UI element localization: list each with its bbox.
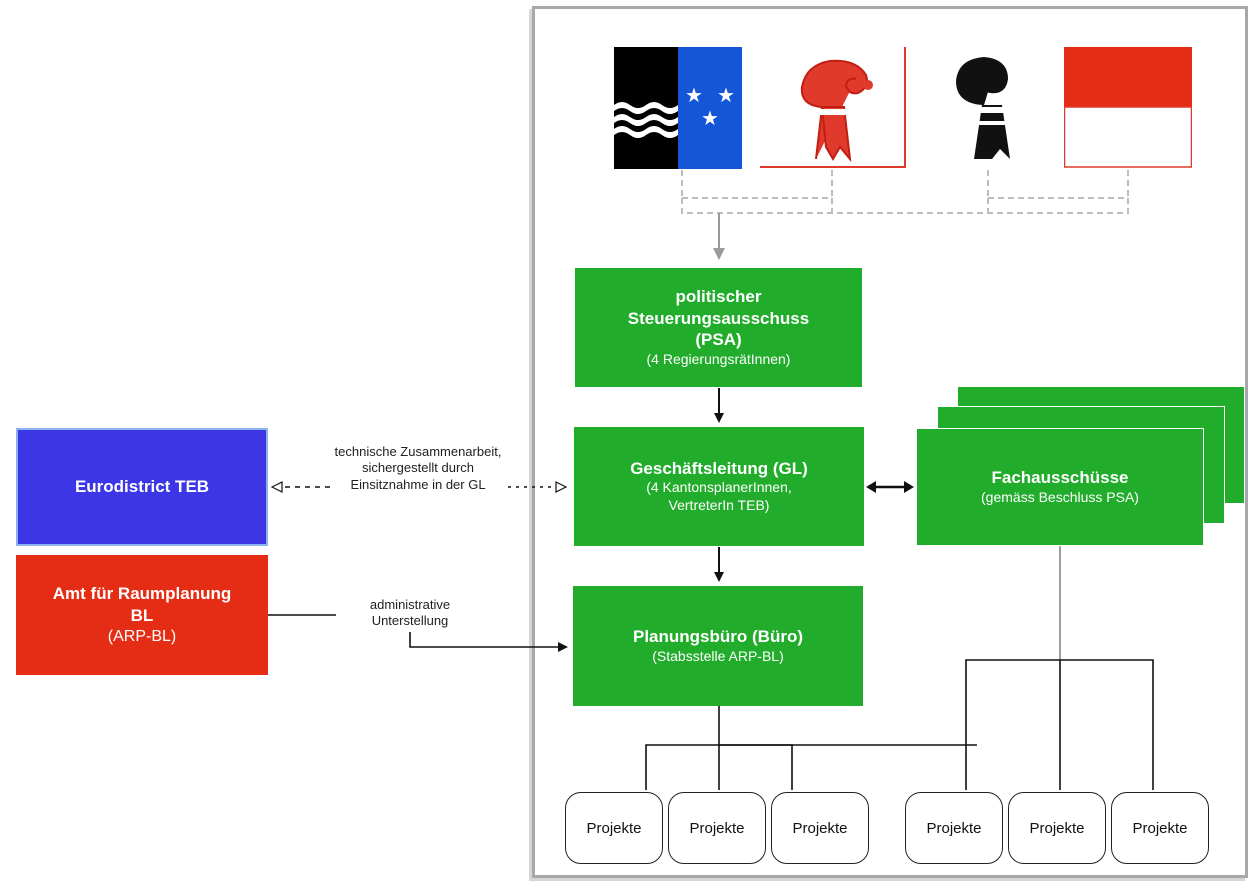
fach-title: Fachausschüsse (991, 468, 1129, 488)
psa-box: politischer Steuerungsausschuss (PSA) (4… (575, 268, 862, 387)
project-box: Projekte (1008, 792, 1106, 864)
solothurn-flag (1064, 47, 1192, 168)
admin-note: administrative Unterstellung (369, 597, 451, 629)
project-box: Projekte (1111, 792, 1209, 864)
project-box: Projekte (771, 792, 869, 864)
svg-text:★: ★ (685, 85, 703, 107)
psa-subtitle: (4 RegierungsrätInnen) (646, 351, 791, 368)
teb-box: Eurodistrict TEB (16, 428, 268, 546)
svg-text:★: ★ (717, 85, 735, 107)
gl-title: Geschäftsleitung (GL) (630, 458, 808, 478)
basel-stadt-flag (956, 57, 1010, 159)
basel-landschaft-flag (760, 47, 906, 168)
project-box: Projekte (565, 792, 663, 864)
arp-box: Amt für Raumplanung BL (ARP-BL) (16, 555, 268, 675)
project-box: Projekte (668, 792, 766, 864)
buero-title: Planungsbüro (Büro) (633, 627, 803, 647)
aargau-flag: ★ ★ ★ (614, 47, 742, 169)
gl-subtitle: (4 KantonsplanerInnen, VertreterIn TEB) (646, 479, 792, 514)
arp-title: Amt für Raumplanung BL (52, 584, 232, 625)
buero-subtitle: (Stabsstelle ARP-BL) (652, 647, 784, 664)
gl-box: Geschäftsleitung (GL) (4 KantonsplanerIn… (574, 427, 864, 546)
arp-subtitle: (ARP-BL) (107, 627, 177, 645)
technical-note: technische Zusammenarbeit, sichergestell… (334, 444, 502, 492)
buero-box: Planungsbüro (Büro) (Stabsstelle ARP-BL) (573, 586, 863, 706)
teb-title: Eurodistrict TEB (74, 477, 210, 497)
psa-title: politischer Steuerungsausschuss (PSA) (627, 286, 810, 350)
svg-text:★: ★ (701, 108, 719, 130)
project-box: Projekte (905, 792, 1003, 864)
fach-subtitle: (gemäss Beschluss PSA) (981, 488, 1139, 505)
fach-box: Fachausschüsse (gemäss Beschluss PSA) (916, 428, 1204, 546)
